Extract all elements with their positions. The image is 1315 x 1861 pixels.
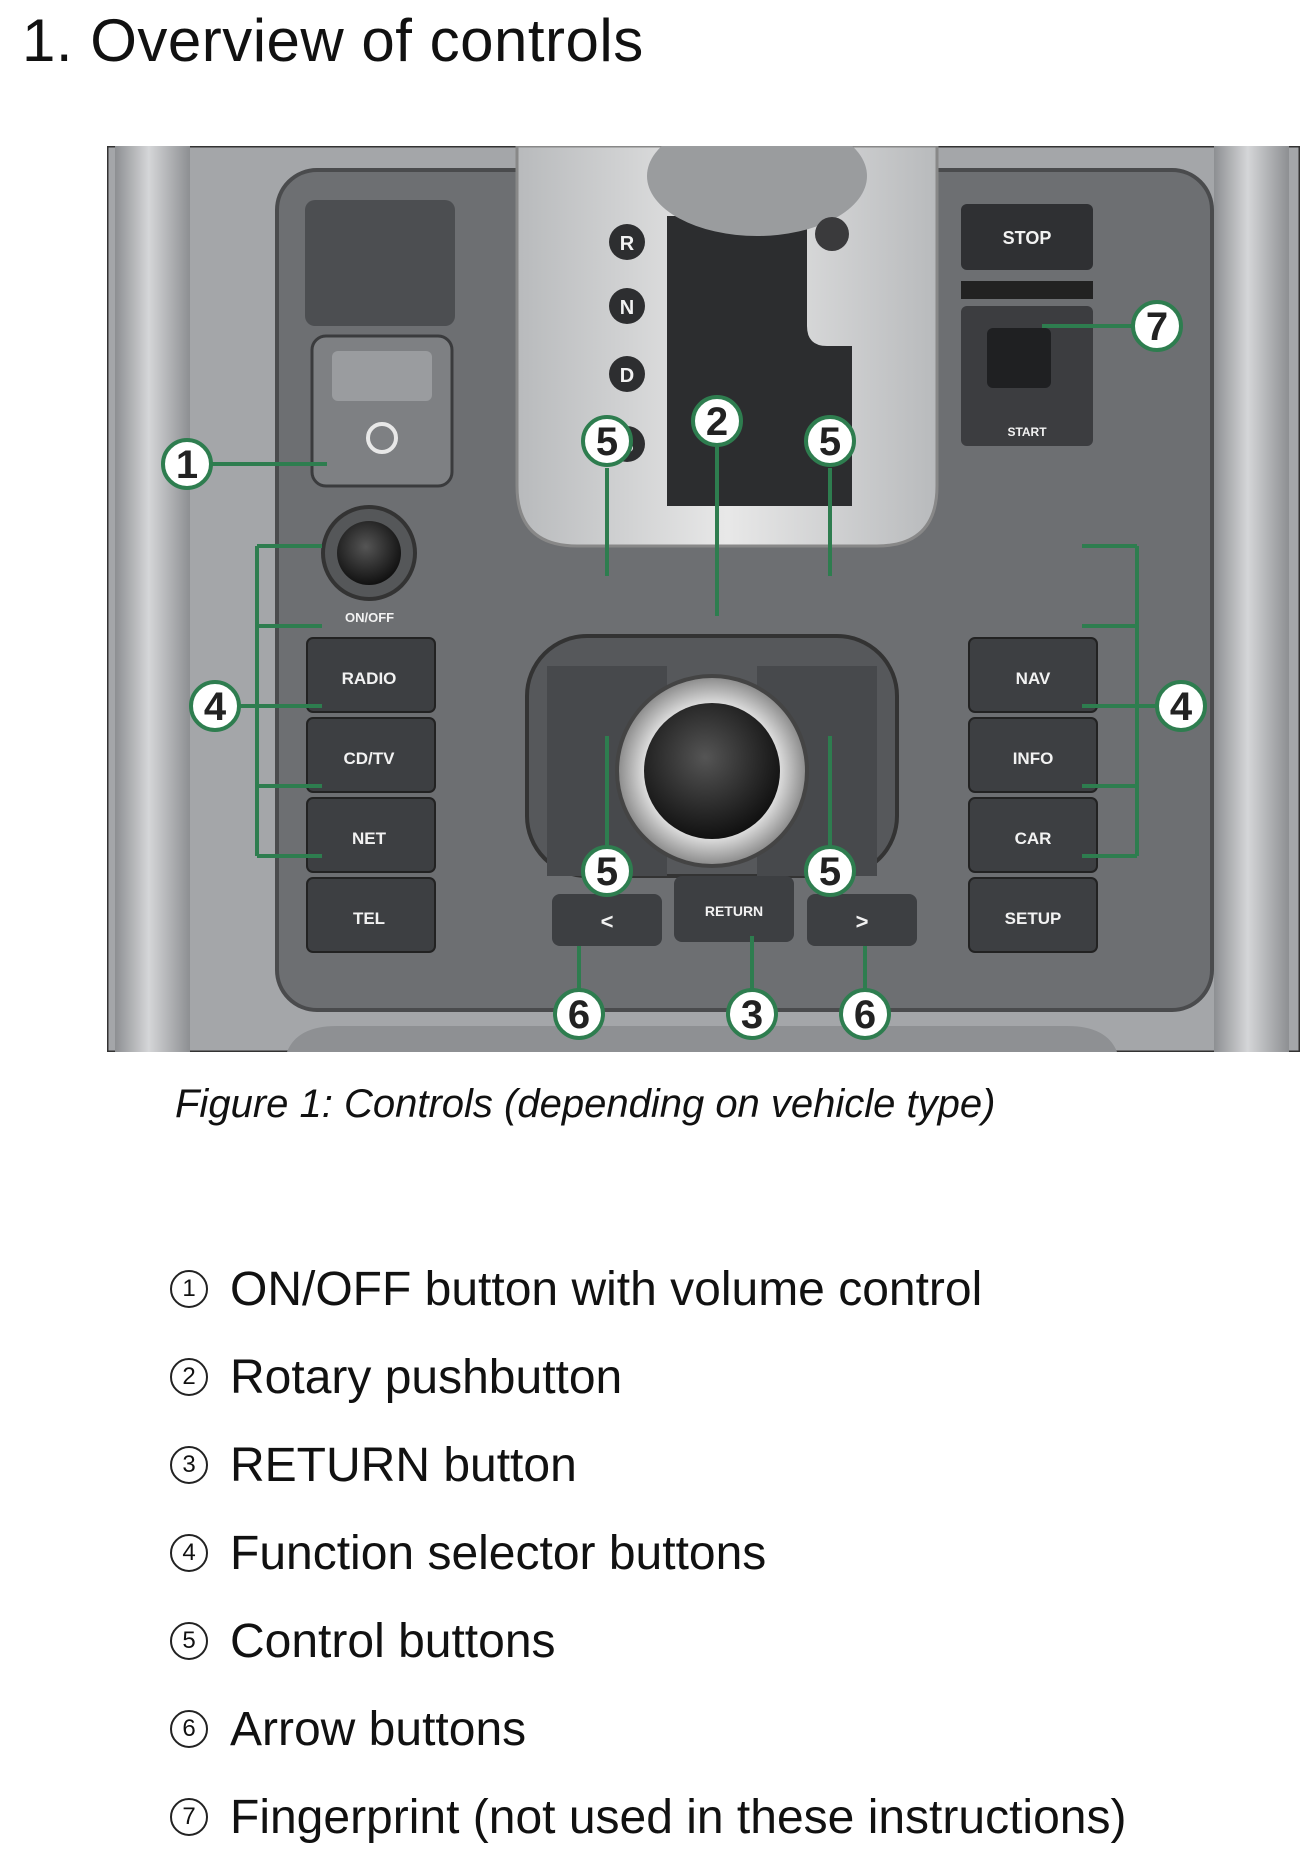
net-button-label: NET — [352, 829, 387, 848]
tel-button-label: TEL — [353, 909, 385, 928]
gear-letter: D — [620, 365, 634, 387]
cdtv-button-label: CD/TV — [344, 749, 396, 768]
legend-number: 5 — [170, 1622, 208, 1660]
legend-text: Arrow buttons — [230, 1702, 527, 1756]
arrow-right-button — [807, 894, 917, 946]
legend-text: Function selector buttons — [230, 1526, 767, 1580]
callout-5-top-left — [581, 415, 633, 467]
radio-button-label: RADIO — [342, 669, 397, 688]
callout-6-right — [839, 988, 891, 1040]
storage-compartment — [305, 200, 455, 326]
callout-7 — [1131, 300, 1183, 352]
callout-7-number: 7 — [1146, 305, 1168, 349]
page-title: 1. Overview of controls — [22, 7, 644, 74]
legend-number: 4 — [170, 1534, 208, 1572]
callout-3 — [726, 988, 778, 1040]
nav-button-label: NAV — [1016, 669, 1051, 688]
start-separator — [961, 281, 1093, 299]
legend-item: 2 Rotary pushbutton — [170, 1333, 1126, 1421]
legend-text: ON/OFF button with volume control — [230, 1262, 983, 1316]
legend-text: RETURN button — [230, 1438, 577, 1492]
callout-6-left — [553, 988, 605, 1040]
left-pillar — [115, 146, 190, 1052]
onoff-knob — [337, 521, 401, 585]
right-pillar — [1214, 146, 1289, 1052]
gear-letter: R — [620, 233, 635, 255]
parking-brake-top — [332, 351, 432, 401]
callout-1-number: 1 — [176, 443, 198, 487]
arrow-right-label: > — [856, 909, 869, 934]
rotary-pushbutton — [644, 703, 780, 839]
callout-5-number: 5 — [596, 420, 618, 464]
legend-number: 6 — [170, 1710, 208, 1748]
callout-1 — [161, 438, 213, 490]
arrow-left-button — [552, 894, 662, 946]
legend-text: Rotary pushbutton — [230, 1350, 623, 1404]
legend-item: 4 Function selector buttons — [170, 1509, 1126, 1597]
lower-trim — [287, 1026, 1117, 1052]
legend-number: 3 — [170, 1446, 208, 1484]
callout-2 — [691, 395, 743, 447]
start-label: START — [1007, 425, 1047, 439]
callout-2-number: 2 — [706, 400, 728, 444]
controls-illustration: R N D S ON/OFF STOP START RADIO CD/TV — [107, 146, 1300, 1052]
callout-5-number: 5 — [819, 850, 841, 894]
gear-knob — [647, 146, 867, 236]
callout-5-bottom-right — [804, 845, 856, 897]
callout-6-number: 6 — [854, 993, 876, 1037]
legend-item: 7 Fingerprint (not used in these instruc… — [170, 1773, 1126, 1861]
callout-6-number: 6 — [568, 993, 590, 1037]
legend-text: Fingerprint (not used in these instructi… — [230, 1790, 1127, 1844]
parking-brake-icon — [366, 422, 398, 454]
gear-letter: N — [620, 297, 634, 319]
info-button-label: INFO — [1013, 749, 1054, 768]
onoff-label: ON/OFF — [345, 610, 394, 625]
callouts: 1 5 2 5 7 4 4 5 5 6 3 6 — [161, 300, 1207, 1040]
right-function-buttons: NAV INFO CAR SETUP — [968, 637, 1098, 953]
legend-number: 1 — [170, 1270, 208, 1308]
controls-figure: R N D S ON/OFF STOP START RADIO CD/TV — [107, 146, 1300, 1052]
shift-lock-icon — [815, 217, 849, 251]
legend-item: 5 Control buttons — [170, 1597, 1126, 1685]
legend-number: 2 — [170, 1358, 208, 1396]
legend-item: 6 Arrow buttons — [170, 1685, 1126, 1773]
figure-caption: Figure 1: Controls (depending on vehicle… — [175, 1082, 996, 1126]
arrow-left-label: < — [601, 909, 614, 934]
setup-button-label: SETUP — [1005, 909, 1062, 928]
legend-text: Control buttons — [230, 1614, 556, 1668]
stop-label: STOP — [1003, 228, 1052, 248]
legend-number: 7 — [170, 1798, 208, 1836]
car-button-label: CAR — [1015, 829, 1052, 848]
left-function-buttons: RADIO CD/TV NET TEL — [306, 637, 436, 953]
callout-lines — [207, 324, 1157, 991]
callout-4-left — [189, 680, 241, 732]
return-label: RETURN — [705, 903, 763, 919]
callout-5-bottom-left — [581, 845, 633, 897]
callout-4-right — [1155, 680, 1207, 732]
callout-5-number: 5 — [819, 420, 841, 464]
legend-item: 1 ON/OFF button with volume control — [170, 1245, 1126, 1333]
callout-4-number: 4 — [204, 685, 227, 729]
return-button — [674, 876, 794, 942]
callout-4-number: 4 — [1170, 685, 1193, 729]
callout-5-number: 5 — [596, 850, 618, 894]
controls-legend: 1 ON/OFF button with volume control 2 Ro… — [170, 1245, 1126, 1861]
callout-5-top-right — [804, 415, 856, 467]
fingerprint-sensor — [987, 328, 1051, 388]
stop-button — [961, 204, 1093, 270]
callout-3-number: 3 — [741, 993, 763, 1037]
legend-item: 3 RETURN button — [170, 1421, 1126, 1509]
